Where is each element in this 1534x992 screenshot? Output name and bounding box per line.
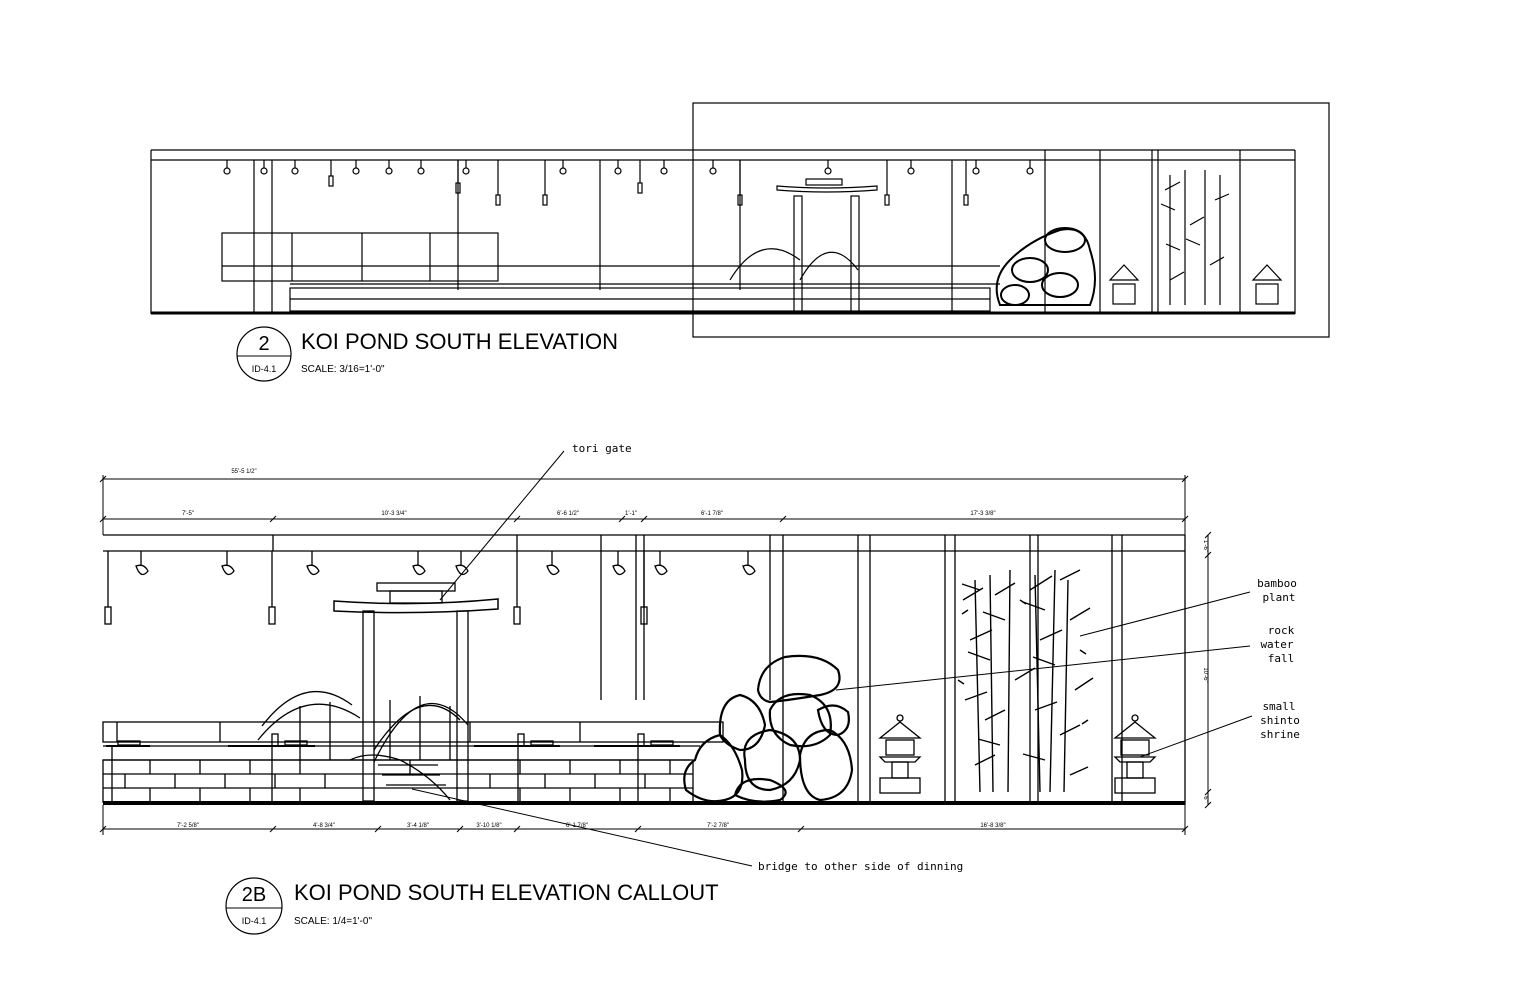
- pendant-cylinder: [104, 606, 112, 625]
- dim-top-3: 6'-6 1/2": [557, 511, 579, 517]
- dim-overall: 55'-5 1/2": [231, 469, 256, 475]
- dim-top-4: 1'-1": [625, 511, 637, 517]
- top-pendant-lights: [223, 160, 1034, 206]
- dim-top-6: 17'-3 3/8": [970, 511, 995, 517]
- drawing-title-callout: KOI POND SOUTH ELEVATION CALLOUT: [294, 880, 719, 905]
- callout-box: [692, 102, 1330, 338]
- sheet-ref-top: ID-4.1: [252, 364, 277, 374]
- label-shrine-1: small: [1262, 700, 1295, 713]
- sheet-ref-callout: ID-4.1: [242, 916, 267, 926]
- dim-right-3: 6": [1202, 796, 1208, 801]
- label-bridge: bridge to other side of dinning: [758, 860, 963, 873]
- label-bamboo-1: bamboo: [1257, 577, 1297, 590]
- dim-bottom-4: 3'-10 1/8": [476, 823, 501, 829]
- label-rock-3: fall: [1268, 652, 1295, 665]
- drawing-scale-top: SCALE: 3/16=1'-0": [301, 364, 385, 375]
- label-tori-gate: tori gate: [572, 442, 632, 455]
- label-shrine-2: shinto: [1260, 714, 1300, 727]
- shinto-shrine-right: [1113, 714, 1157, 794]
- drawing-number-top: 2: [258, 333, 269, 355]
- label-bamboo-2: plant: [1262, 591, 1295, 604]
- drawing-number-callout: 2B: [242, 884, 266, 906]
- annotation-labels: tori gate bamboo plant rock water fall s…: [572, 442, 1300, 873]
- dim-top-1: 7'-5": [182, 511, 194, 517]
- title-block-top: 2 ID-4.1 KOI POND SOUTH ELEVATION SCALE:…: [236, 326, 618, 382]
- dim-bottom-3: 3'-4 1/8": [407, 823, 429, 829]
- drawing-scale-callout: SCALE: 1/4=1'-0": [294, 916, 372, 927]
- brick-planter: [102, 759, 694, 803]
- dim-right-2: 10'-6": [1202, 667, 1208, 682]
- annotation-leaders: [411, 450, 1253, 867]
- dim-right-1: 1'-6": [1202, 540, 1208, 552]
- koi-pond-south-elevation: [150, 102, 1330, 338]
- title-block-callout: 2B ID-4.1 KOI POND SOUTH ELEVATION CALLO…: [225, 877, 719, 935]
- label-rock-1: rock: [1268, 624, 1295, 637]
- dining-tables: [106, 733, 680, 803]
- dim-bottom-2: 4'-8 3/4": [313, 823, 335, 829]
- dim-bottom-7: 16'-8 3/8": [980, 823, 1005, 829]
- dim-top-5: 6'-1 7/8": [701, 511, 723, 517]
- koi-pond-callout-elevation: [102, 534, 1186, 805]
- bridge: [257, 690, 469, 801]
- label-rock-2: water: [1260, 638, 1293, 651]
- rock-waterfall: [683, 654, 854, 803]
- glass-partition: [102, 721, 724, 743]
- bamboo-plant: [957, 569, 1094, 793]
- dim-bottom-1: 7'-2 5/8": [177, 823, 199, 829]
- label-shrine-3: shrine: [1260, 728, 1300, 741]
- dimension-lines: [99, 475, 1212, 835]
- dimension-labels: 55'-5 1/2" 7'-5" 10'-3 3/4" 6'-6 1/2" 1'…: [177, 469, 1208, 829]
- shinto-shrine-left: [878, 714, 922, 794]
- torii-gate: [333, 582, 499, 802]
- callout-pendant-lights: [104, 551, 756, 625]
- dim-top-2: 10'-3 3/4": [381, 511, 406, 517]
- drawing-title-top: KOI POND SOUTH ELEVATION: [301, 329, 618, 354]
- dim-bottom-6: 7'-2 7/8": [707, 823, 729, 829]
